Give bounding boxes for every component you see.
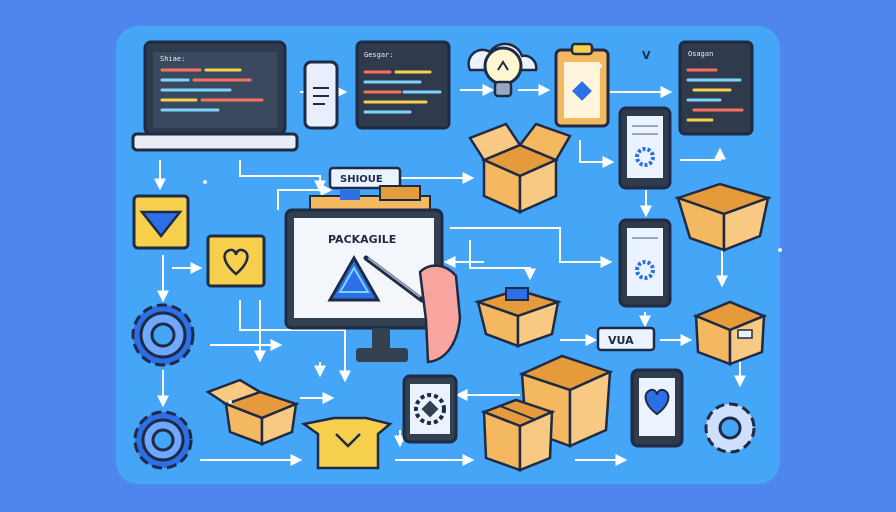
box-icon [473, 287, 563, 348]
gear-icon [131, 303, 195, 367]
code-window-icon [678, 40, 754, 136]
code-window-top-label: Gesgar: [364, 51, 394, 59]
connectors [154, 84, 746, 466]
tablet-gear-icon [402, 374, 458, 444]
phone-icon [303, 60, 339, 130]
lightbulb-icon [483, 46, 523, 98]
clipboard-icon [554, 42, 610, 128]
phone-icon [618, 106, 672, 190]
chevron-label: V [642, 49, 651, 62]
code-window-right-label: Osagan [688, 50, 713, 58]
stacked-boxes-icon [480, 354, 614, 472]
laptop-tab-label: Shiae: [160, 55, 185, 63]
tag-label: VUA [608, 334, 634, 347]
envelope-icon [300, 416, 393, 470]
banner-label: SHIOUE [340, 174, 383, 185]
monitor-icon [284, 208, 444, 362]
box-icon [205, 378, 300, 446]
heart-card-icon [206, 234, 266, 288]
box-icon [692, 300, 768, 366]
gear-icon [133, 410, 193, 470]
tag [596, 326, 656, 352]
box-icon [674, 182, 773, 252]
triangle-card-icon [132, 194, 190, 250]
monitor-title: PACKAGILE [328, 233, 396, 246]
phone-heart-icon [630, 368, 684, 448]
code-window-icon [355, 40, 451, 130]
phone-icon [618, 218, 672, 308]
hand-pen-icon [363, 255, 462, 364]
box-icon [468, 122, 572, 214]
laptop-icon [131, 40, 299, 152]
sparkles [203, 64, 782, 404]
gear-icon [704, 402, 756, 454]
